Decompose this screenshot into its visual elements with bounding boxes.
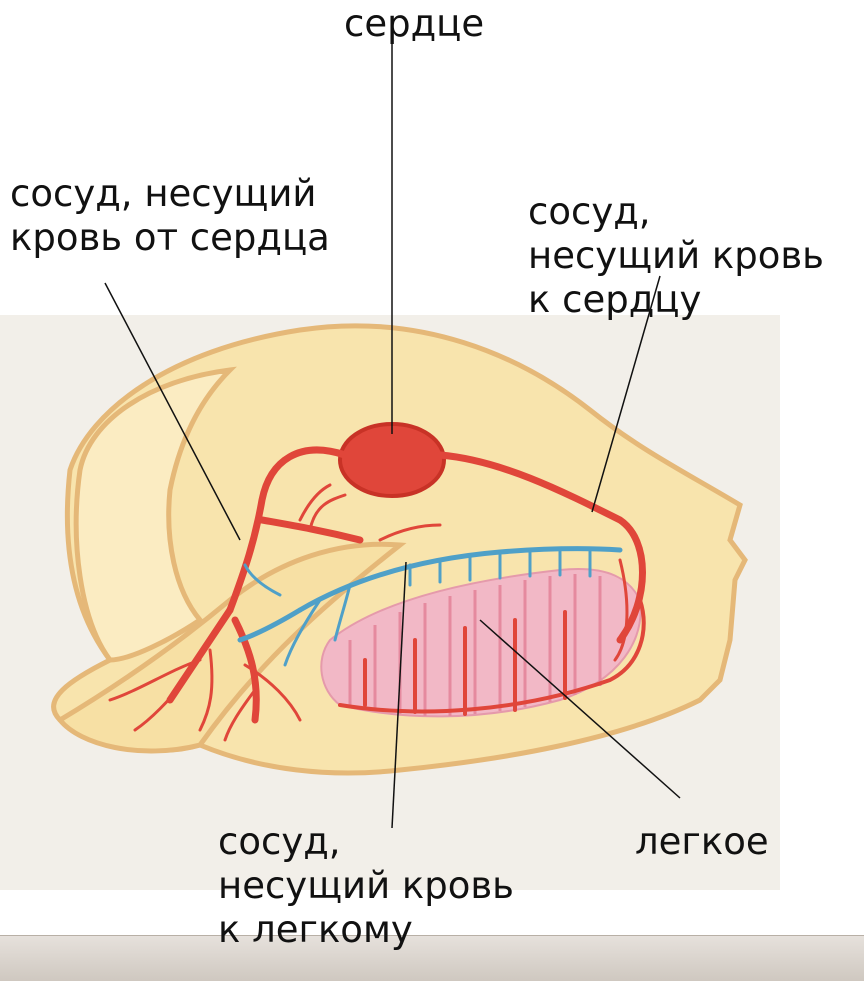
- label-vessel-from-heart-line-1: сосуд, несущий: [10, 172, 330, 216]
- label-vessel-from-heart: сосуд, несущий кровь от сердца: [10, 172, 330, 260]
- label-vessel-to-heart: сосуд, несущий кровь к сердцу: [528, 190, 824, 322]
- label-vessel-to-lung-line-3: к легкому: [218, 908, 514, 952]
- label-vessel-to-lung-line-2: несущий кровь: [218, 864, 514, 908]
- label-vessel-to-heart-line-1: сосуд,: [528, 190, 824, 234]
- label-vessel-to-heart-line-3: к сердцу: [528, 278, 824, 322]
- label-vessel-to-lung-line-1: сосуд,: [218, 820, 514, 864]
- label-vessel-from-heart-line-2: кровь от сердца: [10, 216, 330, 260]
- label-vessel-to-heart-line-2: несущий кровь: [528, 234, 824, 278]
- label-lung: легкое: [635, 820, 769, 864]
- label-vessel-to-lung: сосуд, несущий кровь к легкому: [218, 820, 514, 952]
- label-heart: сердце: [344, 2, 484, 46]
- heart: [340, 424, 444, 496]
